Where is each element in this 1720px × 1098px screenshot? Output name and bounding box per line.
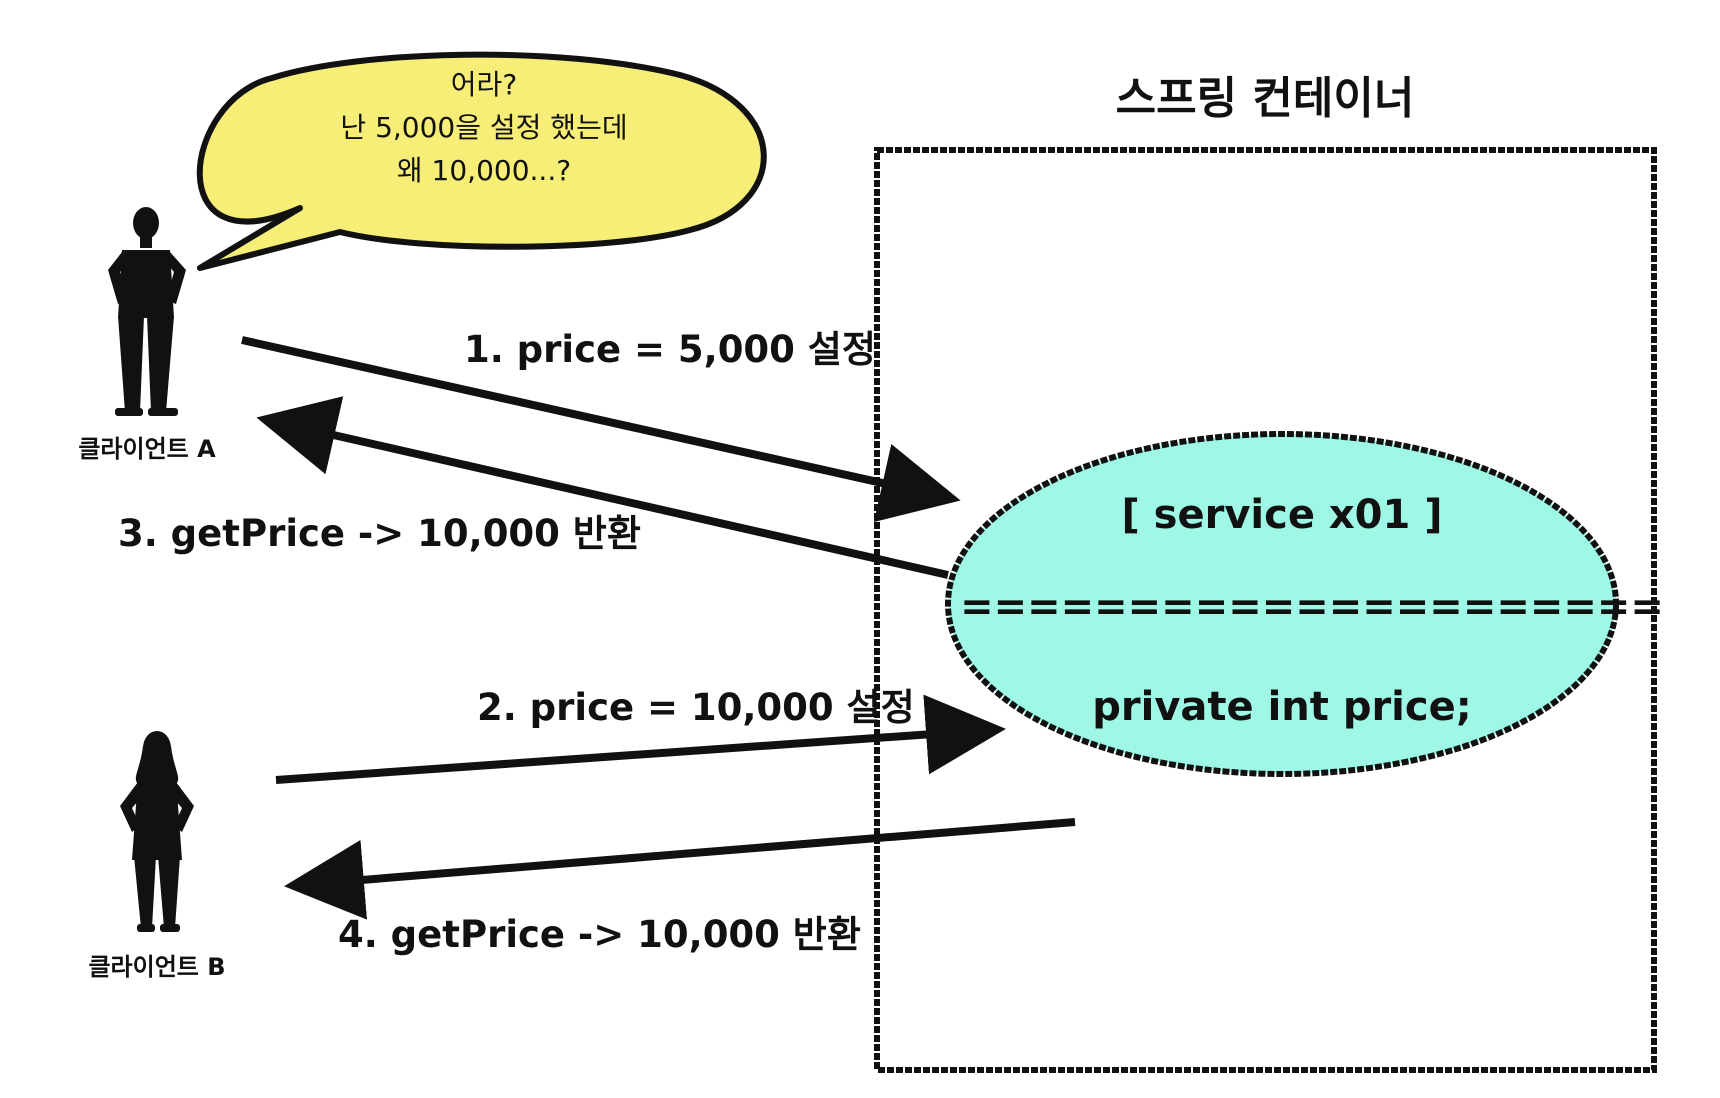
bubble-line-3: 왜 10,000...? xyxy=(397,154,571,187)
client-a: 클라이언트 A xyxy=(78,207,216,463)
woman-silhouette-icon xyxy=(120,731,194,932)
bubble-line-2: 난 5,000을 설정 했는데 xyxy=(340,111,627,144)
service-bean: [ service x01 ] ===================== pr… xyxy=(945,431,1664,777)
spring-container: 스프링 컨테이너 xyxy=(874,73,1657,1073)
step-1-label: 1. price = 5,000 설정 xyxy=(464,328,876,371)
service-divider: ===================== xyxy=(960,584,1664,630)
client-a-label: 클라이언트 A xyxy=(78,435,216,463)
service-header: [ service x01 ] xyxy=(1121,492,1442,538)
step-2-label: 2. price = 10,000 설정 xyxy=(477,686,915,729)
arrow-step-2 xyxy=(275,694,1006,784)
speech-bubble: 어라? 난 5,000을 설정 했는데 왜 10,000...? xyxy=(196,51,767,271)
client-b: 클라이언트 B xyxy=(88,731,226,981)
step-4-label: 4. getPrice -> 10,000 반환 xyxy=(338,913,861,956)
arrow-step-3 xyxy=(256,396,949,579)
speech-bubble-shape xyxy=(196,51,767,271)
step-3-label: 3. getPrice -> 10,000 반환 xyxy=(118,512,641,555)
service-field: private int price; xyxy=(1092,684,1471,730)
arrows xyxy=(241,336,1076,920)
bubble-line-1: 어라? xyxy=(451,68,517,101)
arrow-step-1 xyxy=(241,336,961,523)
man-silhouette-icon xyxy=(108,207,186,416)
container-box xyxy=(874,147,1657,1073)
service-oval xyxy=(945,431,1619,777)
container-title: 스프링 컨테이너 xyxy=(1116,73,1415,124)
arrow-step-4 xyxy=(284,818,1076,920)
client-b-label: 클라이언트 B xyxy=(88,953,225,981)
